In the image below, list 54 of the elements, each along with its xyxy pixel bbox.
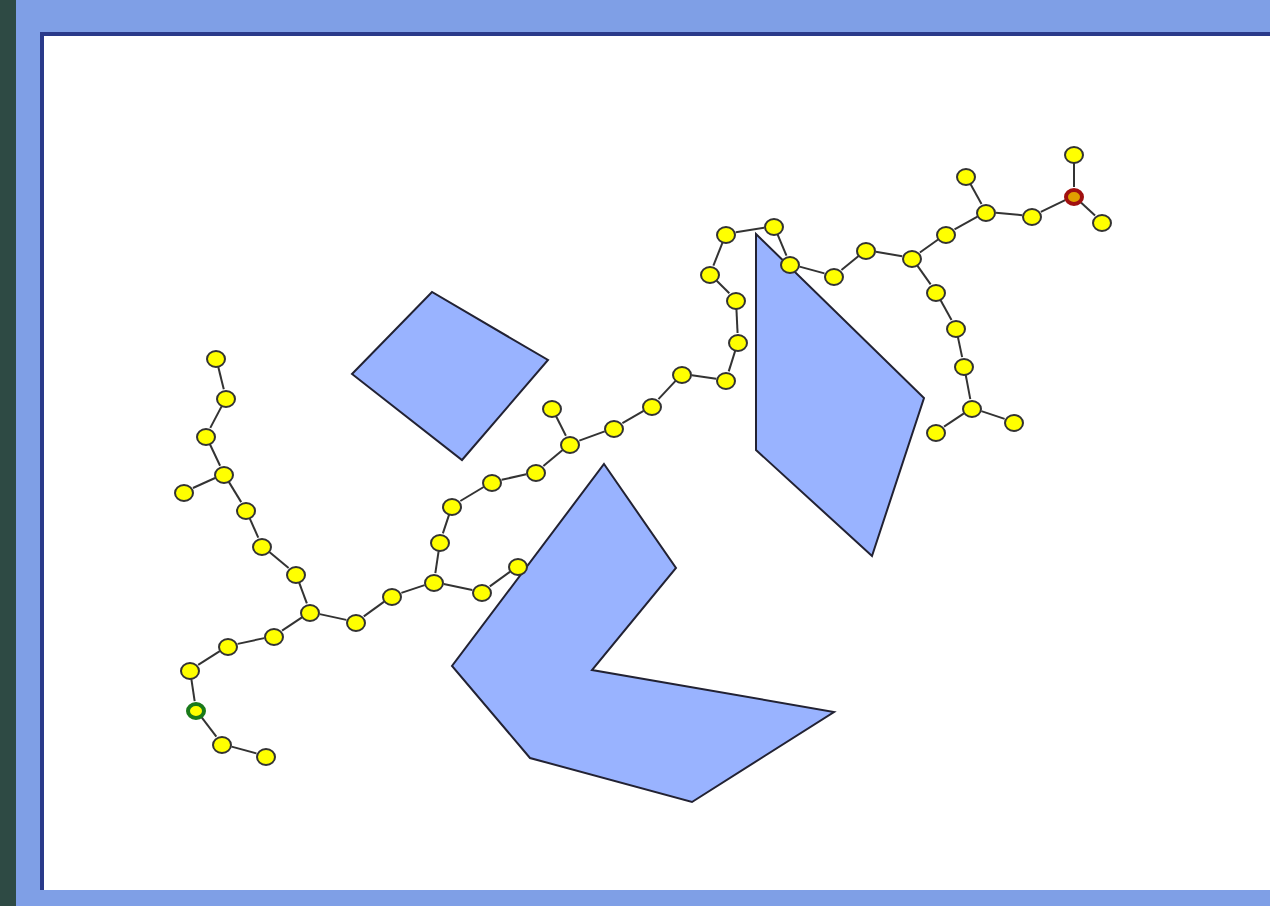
tree-edge: [964, 373, 972, 401]
tree-edge: [555, 415, 567, 437]
tree-edge: [621, 409, 645, 425]
tree-edge: [248, 517, 260, 539]
tree-edge: [209, 405, 223, 429]
tree-edge: [727, 349, 737, 373]
tree-edge: [488, 570, 512, 588]
tree-edge: [776, 233, 788, 257]
tree-edge: [1073, 162, 1075, 188]
obstacle-polygon: [450, 462, 837, 804]
tree-edge: [657, 379, 677, 401]
tree-edge: [874, 250, 904, 258]
tree-edge: [197, 650, 221, 666]
tree-edge: [1039, 199, 1067, 213]
tree-edge: [690, 374, 718, 380]
tree-edge: [362, 600, 386, 618]
tree-edge: [542, 449, 564, 467]
tree-edge: [191, 477, 217, 489]
tree-edge: [734, 226, 766, 234]
tree-edge: [500, 473, 528, 481]
obstacle-polygon: [350, 290, 550, 462]
tree-edge: [441, 513, 451, 535]
tree-edge: [442, 583, 474, 591]
tree-edge: [980, 410, 1006, 420]
tree-edge: [236, 637, 266, 645]
tree-edge: [956, 335, 964, 359]
tree-edge: [217, 365, 225, 391]
tree-edge: [798, 265, 826, 275]
tree-edge: [953, 215, 979, 231]
tree-edge: [318, 613, 348, 621]
tree-edge: [578, 430, 606, 442]
obstacle-polygon: [755, 231, 926, 558]
tree-edge: [840, 255, 860, 271]
tree-edge: [712, 241, 724, 267]
tree-edge: [200, 716, 218, 738]
tree-edge: [994, 211, 1024, 217]
tree-edge: [943, 412, 965, 428]
tree-edge: [916, 264, 932, 286]
tree-edge: [208, 443, 222, 467]
tree-edge: [190, 677, 196, 703]
tree-edge: [1079, 201, 1097, 217]
tree-edge: [969, 183, 983, 205]
tree-edge: [918, 238, 940, 254]
tree-edge: [281, 616, 303, 632]
tree-edge: [298, 581, 308, 605]
tree-edge: [268, 551, 290, 569]
tree-edge: [230, 745, 258, 755]
tree-edge: [939, 299, 953, 321]
tree-edge: [735, 308, 739, 334]
tree-edge: [459, 486, 485, 502]
tree-edge: [434, 549, 440, 575]
tree-edge: [715, 279, 731, 295]
tree-edge: [227, 480, 243, 504]
tree-edge: [400, 584, 426, 594]
